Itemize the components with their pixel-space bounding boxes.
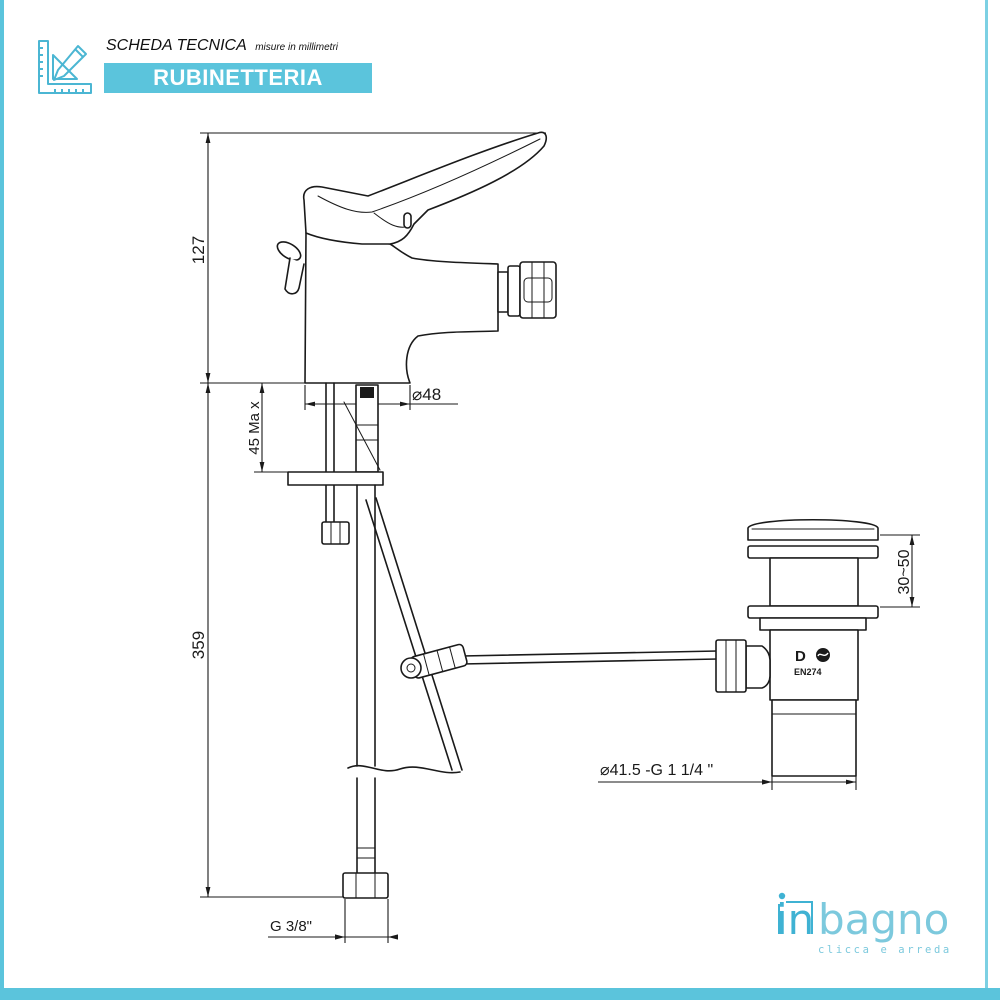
popup-knob-stem: [284, 257, 305, 295]
title-row: SCHEDA TECNICA misure in millimetri: [106, 37, 338, 55]
hose-connector-outlet: [497, 261, 557, 319]
logo-person-icon: [778, 892, 786, 900]
rod-clip: [400, 643, 719, 679]
units-note: misure in millimetri: [255, 42, 339, 53]
sheet-title: SCHEDA TECNICA: [106, 37, 247, 54]
logo-name: bagno: [818, 895, 949, 944]
drain-cap: [747, 518, 879, 541]
popup-drain: D EN274: [715, 518, 879, 777]
lever-pin: [403, 212, 412, 229]
page-frame-right: [985, 0, 988, 1000]
dimension-hose-thread: G 3/8": [270, 918, 312, 935]
mixer-body: [304, 232, 499, 384]
flexible-hose: [342, 484, 389, 899]
popup-rod: [365, 497, 463, 771]
break-line: [347, 764, 461, 774]
drain-stem: [769, 557, 859, 607]
drain-collar: [759, 617, 867, 631]
faucet-body: [276, 131, 557, 384]
dimension-base-diameter: ⌀48: [412, 385, 441, 404]
category-label: RUBINETTERIA: [153, 65, 323, 90]
mounting-shank: [287, 382, 384, 545]
dimension-drain-thread: ⌀41.5 -G 1 1/4 ": [600, 762, 713, 779]
certification-mark-icon: [816, 648, 830, 662]
ruler-pencil-icon: [38, 40, 92, 94]
logo-bracket: [778, 901, 813, 934]
drain-ring: [747, 545, 879, 559]
rod-nut: [360, 387, 374, 398]
counter-plate: [287, 471, 384, 486]
drain-side-collar: [745, 645, 771, 689]
lever-edge-line: [317, 138, 541, 213]
dimension-max-thickness: 45 Ma x: [246, 401, 263, 455]
lever-handle: [302, 131, 548, 245]
page-frame-bottom: [0, 988, 1000, 1000]
logo-prefix: in: [776, 895, 814, 944]
drain-flange: [747, 605, 879, 619]
popup-knob: [276, 241, 302, 261]
drain-standard: EN274: [794, 667, 822, 677]
drain-body: [769, 629, 859, 701]
logo-tagline: clicca e arreda: [818, 944, 952, 956]
category-banner: RUBINETTERIA: [104, 63, 372, 93]
drain-side-nut: [715, 639, 747, 693]
dimension-height-top: 127: [189, 236, 208, 264]
drain-brand-letter: D: [795, 648, 806, 665]
dimension-height-bottom: 359: [189, 631, 208, 659]
page-frame-left: [0, 0, 4, 1000]
hose-nut: [342, 872, 389, 899]
dimension-arrow-drain-thread: [762, 779, 772, 785]
dimension-drain-range: 30~50: [896, 549, 913, 594]
inbagno-logo: in bagno clicca e arreda: [776, 892, 952, 956]
drain-tail: [771, 699, 857, 777]
hose-fitting: [321, 521, 350, 545]
